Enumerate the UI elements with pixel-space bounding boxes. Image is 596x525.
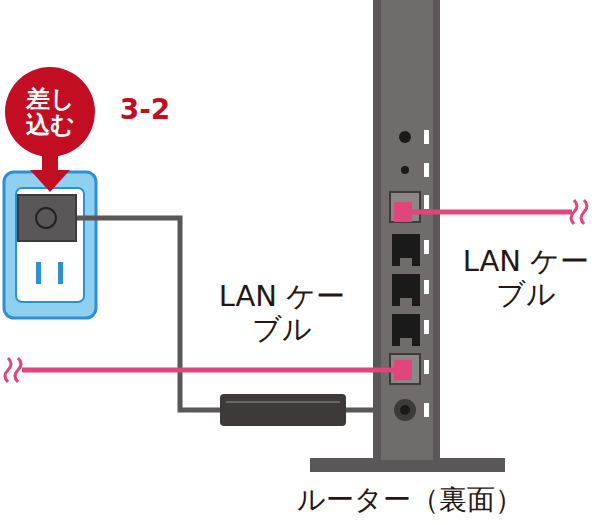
router-body [373, 0, 440, 460]
port-notch [400, 258, 412, 346]
plug-mark [36, 208, 56, 228]
wall-outlet [4, 172, 96, 318]
lan-cable [22, 368, 405, 373]
badge-text: 差し 込む [22, 86, 78, 139]
lan-plug [394, 202, 412, 222]
reset-button [399, 131, 411, 143]
router-label: ルーター（裏面） [260, 484, 560, 516]
cable-label: LAN ケーブル [461, 245, 591, 312]
callout-badge: 差し 込む [5, 67, 95, 157]
lan-plug [394, 360, 412, 380]
insert-arrow [30, 170, 70, 192]
power-cord [74, 218, 222, 410]
router-panel [381, 0, 433, 460]
indicator [401, 166, 409, 174]
cable-break [5, 358, 21, 382]
socket-slot [36, 262, 41, 284]
lan-port [390, 354, 420, 384]
port-marks [424, 130, 429, 417]
cable-break [571, 200, 587, 224]
power-plug [18, 195, 76, 241]
adapter-edge [226, 401, 340, 403]
dc-jack [394, 399, 416, 421]
lan-ports [392, 234, 420, 346]
step-number: 3-2 [110, 94, 180, 126]
lan-cable [405, 210, 572, 215]
ac-adapter [220, 394, 346, 426]
socket-slot [58, 262, 63, 284]
cable-label: LAN ケーブル [217, 280, 347, 347]
router-stand [310, 458, 505, 472]
outlet-plate [16, 188, 84, 302]
dc-jack-hole [400, 405, 410, 415]
wan-port [390, 192, 420, 222]
